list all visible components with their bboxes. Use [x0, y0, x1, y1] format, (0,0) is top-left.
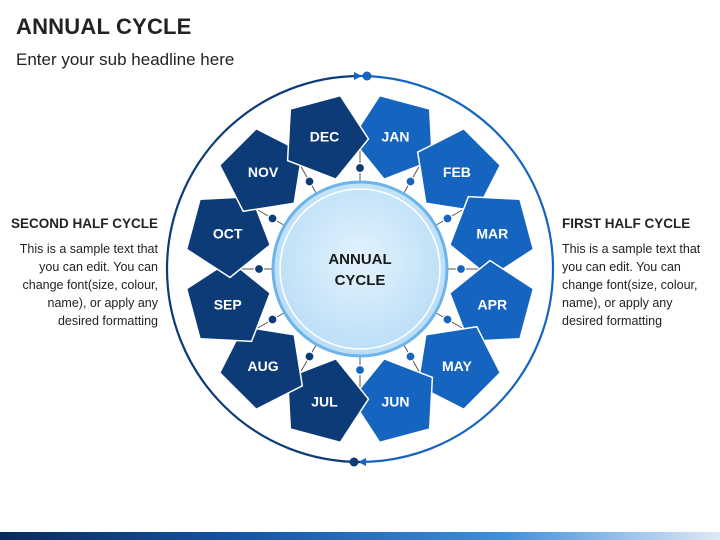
month-label-dec: DEC [310, 129, 340, 145]
month-shape-dec [286, 94, 370, 181]
center-label-line1: ANNUAL [328, 251, 391, 268]
bottom-accent-bar [0, 532, 720, 540]
month-label-feb: FEB [443, 164, 471, 180]
connector-dot [405, 176, 416, 187]
outer-top-dot [362, 71, 372, 81]
connector-dot [267, 213, 278, 224]
connector-dot [304, 351, 315, 362]
connector-dot [455, 263, 467, 275]
connector-dot [253, 263, 265, 275]
month-label-sep: SEP [214, 297, 242, 313]
month-label-aug: AUG [248, 358, 279, 374]
connector-dot [354, 364, 366, 376]
first-half-text: This is a sample text that you can edit.… [562, 242, 701, 328]
month-label-may: MAY [442, 358, 472, 374]
second-half-title: SECOND HALF CYCLE [10, 216, 158, 231]
month-label-oct: OCT [213, 226, 243, 242]
center-circle [271, 180, 449, 358]
connector-dot [442, 314, 453, 325]
first-half-title: FIRST HALF CYCLE [562, 216, 691, 231]
center-label-line2: CYCLE [335, 272, 386, 289]
month-label-jun: JUN [381, 393, 409, 409]
month-label-jan: JAN [381, 129, 409, 145]
month-label-apr: APR [478, 297, 508, 313]
center-inner-ring [279, 188, 441, 350]
outer-bottom-dot [349, 457, 359, 467]
page-title: ANNUAL CYCLE [16, 14, 192, 39]
outer-arc-right [358, 74, 555, 466]
month-label-mar: MAR [476, 226, 508, 242]
month-label-jul: JUL [311, 393, 338, 409]
month-label-nov: NOV [248, 164, 279, 180]
connector-dot [267, 314, 278, 325]
connector-dot [304, 176, 315, 187]
second-half-text: This is a sample text that you can edit.… [19, 242, 158, 328]
connector-dot [442, 213, 453, 224]
connector-dot [405, 351, 416, 362]
connector-dot [354, 162, 366, 174]
outer-arc-left [165, 72, 362, 464]
page-subtitle: Enter your sub headline here [16, 50, 235, 69]
